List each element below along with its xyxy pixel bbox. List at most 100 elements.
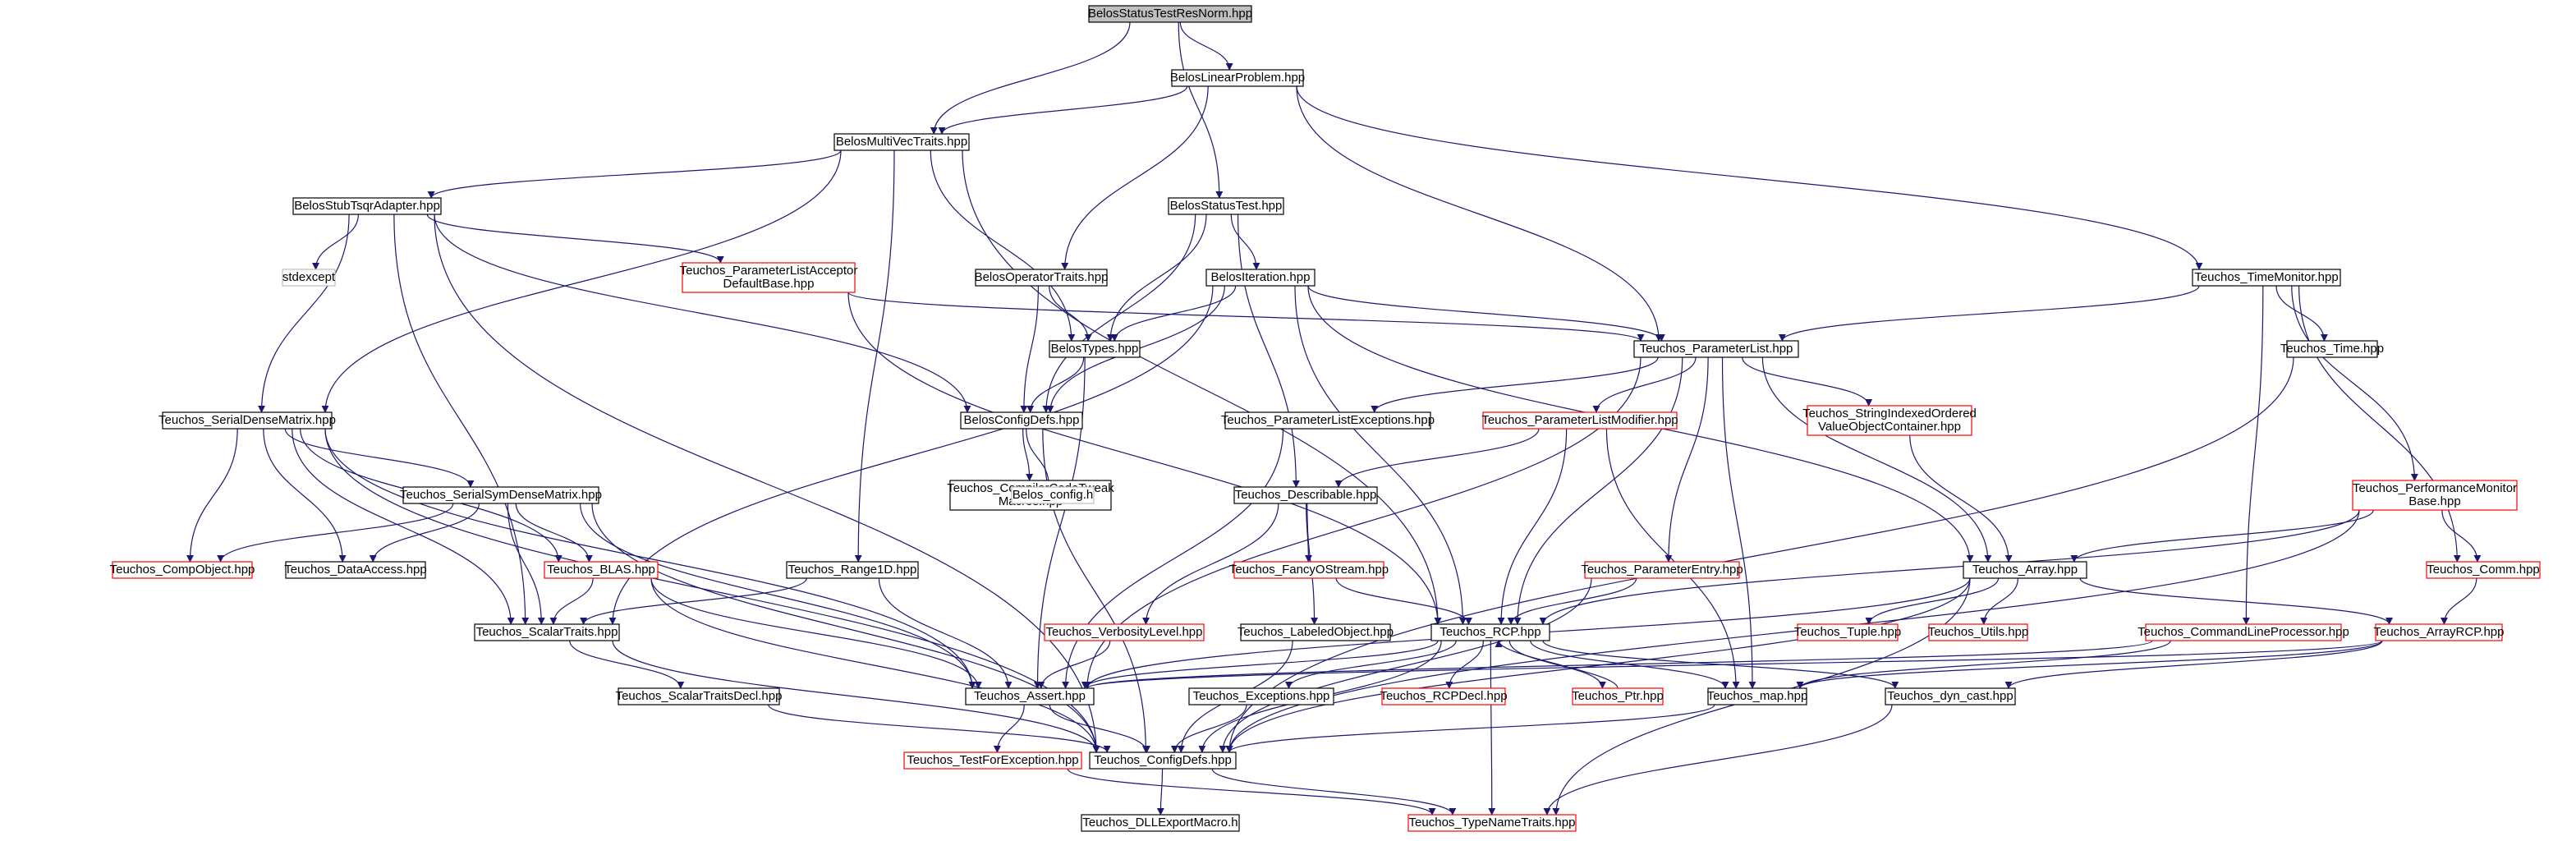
node-clp[interactable]: Teuchos_CommandLineProcessor.hpp <box>2137 623 2349 641</box>
node-box <box>833 133 970 151</box>
node-pe[interactable]: Teuchos_ParameterEntry.hpp <box>1581 561 1743 579</box>
node-array[interactable]: Teuchos_Array.hpp <box>1963 561 2087 579</box>
edge-pe-to-tcd <box>1219 577 1592 753</box>
node-lo[interactable]: Teuchos_LabeledObject.hpp <box>1237 623 1394 641</box>
node-ple[interactable]: Teuchos_ParameterListExceptions.hpp <box>1221 411 1435 430</box>
node-co[interactable]: Teuchos_CompObject.hpp <box>110 561 255 579</box>
edge-sdm-to-scalar <box>292 428 515 625</box>
edge-std-to-tcd <box>768 704 1111 753</box>
node-tcd[interactable]: Teuchos_ConfigDefs.hpp <box>1089 751 1237 770</box>
edge-range-to-assert <box>878 577 1012 689</box>
edge-arcp-to-assert <box>1083 640 2383 689</box>
node-plm[interactable]: Teuchos_ParameterListModifier.hpp <box>1481 411 1678 430</box>
node-label: Teuchos_ParameterListModifier.hpp <box>1481 413 1678 427</box>
nodes-layer: BelosStatusTestResNorm.hppBelosLinearPro… <box>110 5 2541 832</box>
node-rcpdecl[interactable]: Teuchos_RCPDecl.hpp <box>1380 687 1508 705</box>
edge-root-to-mvt <box>930 21 1131 135</box>
node-verb[interactable]: Teuchos_VerbosityLevel.hpp <box>1044 623 1205 641</box>
edge-ssdm-to-co <box>217 503 454 563</box>
node-box <box>2375 623 2503 641</box>
node-label: BelosMultiVecTraits.hpp <box>836 135 967 149</box>
edge-rcp-to-exc <box>1285 640 1457 689</box>
node-label: Belos_config.h <box>1012 488 1093 502</box>
node-label: Teuchos_FancyOStream.hpp <box>1229 563 1389 577</box>
node-box <box>1240 623 1391 641</box>
node-range[interactable]: Teuchos_Range1D.hpp <box>786 561 919 579</box>
edge-lp-to-ot <box>1061 85 1209 270</box>
edge-mvt-to-types <box>930 149 1076 342</box>
node-iter[interactable]: BelosIteration.hpp <box>1205 269 1316 287</box>
node-label: Teuchos_ScalarTraits.hpp <box>476 625 618 639</box>
node-stdexcept[interactable]: stdexcept <box>282 269 336 287</box>
node-root[interactable]: BelosStatusTestResNorm.hpp <box>1088 5 1252 23</box>
node-box <box>112 561 253 579</box>
edge-tm-to-clp <box>2242 285 2264 625</box>
node-tfe[interactable]: Teuchos_TestForException.hpp <box>903 751 1082 770</box>
edge-fos-to-rcp <box>1335 577 1472 625</box>
node-label: DefaultBase.hpp <box>723 277 815 291</box>
node-ptr[interactable]: Teuchos_Ptr.hpp <box>1572 687 1664 705</box>
node-utils[interactable]: Teuchos_Utils.hpp <box>1928 623 2029 641</box>
node-da[interactable]: Teuchos_DataAccess.hpp <box>284 561 427 579</box>
node-types[interactable]: BelosTypes.hpp <box>1049 340 1141 358</box>
edge-root-to-st <box>1178 21 1224 199</box>
node-sio[interactable]: Teuchos_StringIndexedOrderedValueObjectC… <box>1802 405 1977 436</box>
edge-pl-to-map <box>1721 356 1756 689</box>
node-label: Teuchos_DLLExportMacro.h <box>1082 816 1237 830</box>
edge-assert-to-tfe <box>993 704 1025 753</box>
node-tnt[interactable]: Teuchos_TypeNameTraits.hpp <box>1407 814 1577 832</box>
node-mvt[interactable]: BelosMultiVecTraits.hpp <box>833 133 970 151</box>
node-label: Teuchos_Tuple.hpp <box>1794 625 1901 639</box>
node-box <box>1168 197 1284 215</box>
node-ssdm[interactable]: Teuchos_SerialSymDenseMatrix.hpp <box>400 486 602 504</box>
node-ot[interactable]: BelosOperatorTraits.hpp <box>975 269 1109 287</box>
node-box <box>292 197 442 215</box>
node-rcp[interactable]: Teuchos_RCP.hpp <box>1430 623 1550 641</box>
edge-sdm-to-ssdm <box>284 428 475 488</box>
node-fos[interactable]: Teuchos_FancyOStream.hpp <box>1229 561 1389 579</box>
node-label: Base.hpp <box>2408 494 2460 508</box>
node-sdm[interactable]: Teuchos_SerialDenseMatrix.hpp <box>158 411 336 430</box>
edge-mvt-to-rcp <box>962 149 1442 625</box>
node-arcp[interactable]: Teuchos_ArrayRCP.hpp <box>2374 623 2505 641</box>
node-tsqr[interactable]: BelosStubTsqrAdapter.hpp <box>292 197 442 215</box>
edge-cfg-to-bconfig <box>1026 428 1053 488</box>
node-exc[interactable]: Teuchos_Exceptions.hpp <box>1188 687 1334 705</box>
node-cfg[interactable]: BelosConfigDefs.hpp <box>960 411 1083 430</box>
node-label: Teuchos_ParameterListAcceptor <box>680 264 858 278</box>
node-label: Teuchos_StringIndexedOrdered <box>1802 407 1977 420</box>
node-assert[interactable]: Teuchos_Assert.hpp <box>965 687 1095 705</box>
node-plad[interactable]: Teuchos_ParameterListAcceptorDefaultBase… <box>680 262 858 293</box>
node-box <box>1224 411 1431 430</box>
node-box <box>1963 561 2087 579</box>
edge-pl-to-pe <box>1665 356 1709 563</box>
node-std[interactable]: Teuchos_ScalarTraitsDecl.hpp <box>616 687 783 705</box>
node-dll[interactable]: Teuchos_DLLExportMacro.h <box>1081 814 1240 832</box>
node-label: Teuchos_Describable.hpp <box>1235 488 1377 502</box>
edge-iter-to-types <box>1110 285 1237 342</box>
edge-pmb-to-array <box>2070 509 2374 563</box>
node-blas[interactable]: Teuchos_BLAS.hpp <box>544 561 659 579</box>
node-desc[interactable]: Teuchos_Describable.hpp <box>1233 486 1378 504</box>
node-dyn[interactable]: Teuchos_dyn_cast.hpp <box>1885 687 2016 705</box>
node-box <box>162 411 333 430</box>
edge-desc-to-fos <box>1305 503 1313 563</box>
node-map[interactable]: Teuchos_map.hpp <box>1707 687 1808 705</box>
node-box <box>1482 411 1678 430</box>
node-bconfig[interactable]: Belos_config.h <box>1011 486 1095 504</box>
node-time[interactable]: Teuchos_Time.hpp <box>2280 340 2384 358</box>
edge-tm-to-time <box>2275 285 2328 342</box>
node-comm[interactable]: Teuchos_Comm.hpp <box>2426 561 2541 579</box>
node-tuple[interactable]: Teuchos_Tuple.hpp <box>1794 623 1901 641</box>
node-box <box>960 411 1083 430</box>
node-lp[interactable]: BelosLinearProblem.hpp <box>1170 69 1305 87</box>
node-scalar[interactable]: Teuchos_ScalarTraits.hpp <box>474 623 620 641</box>
node-tm[interactable]: Teuchos_TimeMonitor.hpp <box>2192 269 2341 287</box>
node-pl[interactable]: Teuchos_ParameterList.hpp <box>1633 340 1799 358</box>
node-label: Teuchos_map.hpp <box>1707 689 1808 703</box>
node-st[interactable]: BelosStatusTest.hpp <box>1168 197 1284 215</box>
node-label: Teuchos_Assert.hpp <box>974 689 1086 703</box>
node-box <box>1797 623 1899 641</box>
edge-verb-to-assert <box>1037 640 1111 689</box>
